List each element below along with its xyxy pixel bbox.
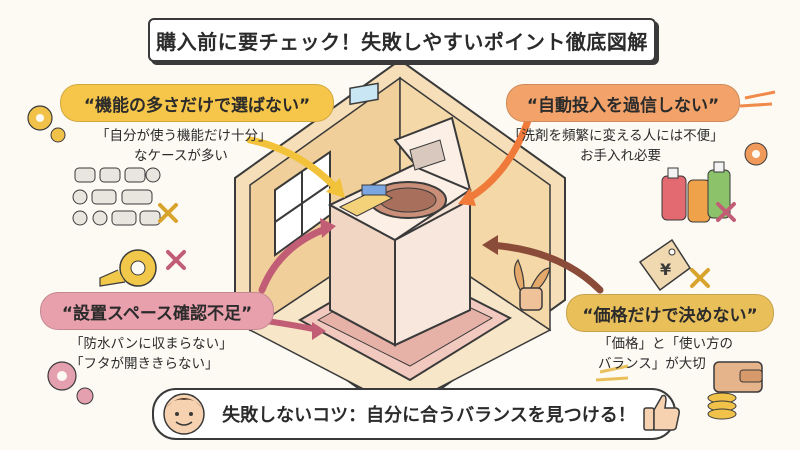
arrow-auto-dose bbox=[458, 111, 534, 206]
price-tag-icon: ¥ bbox=[638, 238, 692, 292]
tip-banner: 失敗しないコツ：自分に合うバランスを見つける！ bbox=[152, 388, 676, 440]
point-price-line2: バランス」が大切 bbox=[598, 356, 706, 372]
point-features-line1: 「自分が使う機能だけ十分」 bbox=[96, 128, 272, 144]
speed-lines-icon bbox=[739, 90, 776, 108]
plant-icon bbox=[513, 258, 551, 311]
cross-mark-icon bbox=[716, 202, 736, 222]
point-space-heading: “設置スペース確認不足” bbox=[40, 292, 274, 330]
cross-mark-icon bbox=[690, 268, 710, 288]
thumbs-up-icon bbox=[643, 394, 680, 431]
arrow-space bbox=[258, 218, 336, 294]
price-tag-symbol: ¥ bbox=[660, 260, 671, 279]
point-price-line1: 「価格」と「使い方の bbox=[598, 336, 733, 352]
detergent-bottles-icon bbox=[661, 161, 731, 223]
arrow-price bbox=[482, 235, 604, 294]
point-price-heading: “価格だけで決めない” bbox=[566, 294, 774, 332]
point-space-line2: 「フタが開ききらない」 bbox=[70, 356, 219, 372]
cross-mark-icon bbox=[166, 250, 186, 270]
speed-lines-icon bbox=[595, 364, 629, 382]
coins-icon bbox=[707, 392, 737, 420]
page-title: 購入前に要チェック！失敗しやすいポイント徹底図解 bbox=[148, 18, 656, 62]
gear-icon bbox=[744, 142, 768, 166]
arrow-features bbox=[246, 136, 345, 198]
washing-machine bbox=[327, 82, 472, 347]
point-auto-dose-heading: “自動投入を過信しない” bbox=[506, 84, 740, 122]
smiling-face-icon bbox=[163, 393, 205, 435]
wallet-icon bbox=[713, 361, 763, 393]
point-features-heading: “機能の多さだけで選ばない” bbox=[60, 84, 334, 122]
tape-measure-icon bbox=[99, 249, 157, 287]
gear-icon bbox=[47, 361, 94, 405]
control-buttons-icon bbox=[72, 167, 161, 226]
point-features-line2: なケースが多い bbox=[134, 148, 228, 164]
cross-mark-icon bbox=[158, 203, 178, 223]
point-space-line1: 「防水パンに収まらない」 bbox=[70, 336, 233, 352]
point-auto-dose-line1: 「洗剤を頻繁に変える人には不便」 bbox=[508, 128, 724, 144]
tip-text: 失敗しないコツ：自分に合うバランスを見つける！ bbox=[222, 405, 636, 426]
gear-icon bbox=[27, 105, 66, 143]
point-auto-dose-line2: お手入れ必要 bbox=[580, 148, 661, 164]
